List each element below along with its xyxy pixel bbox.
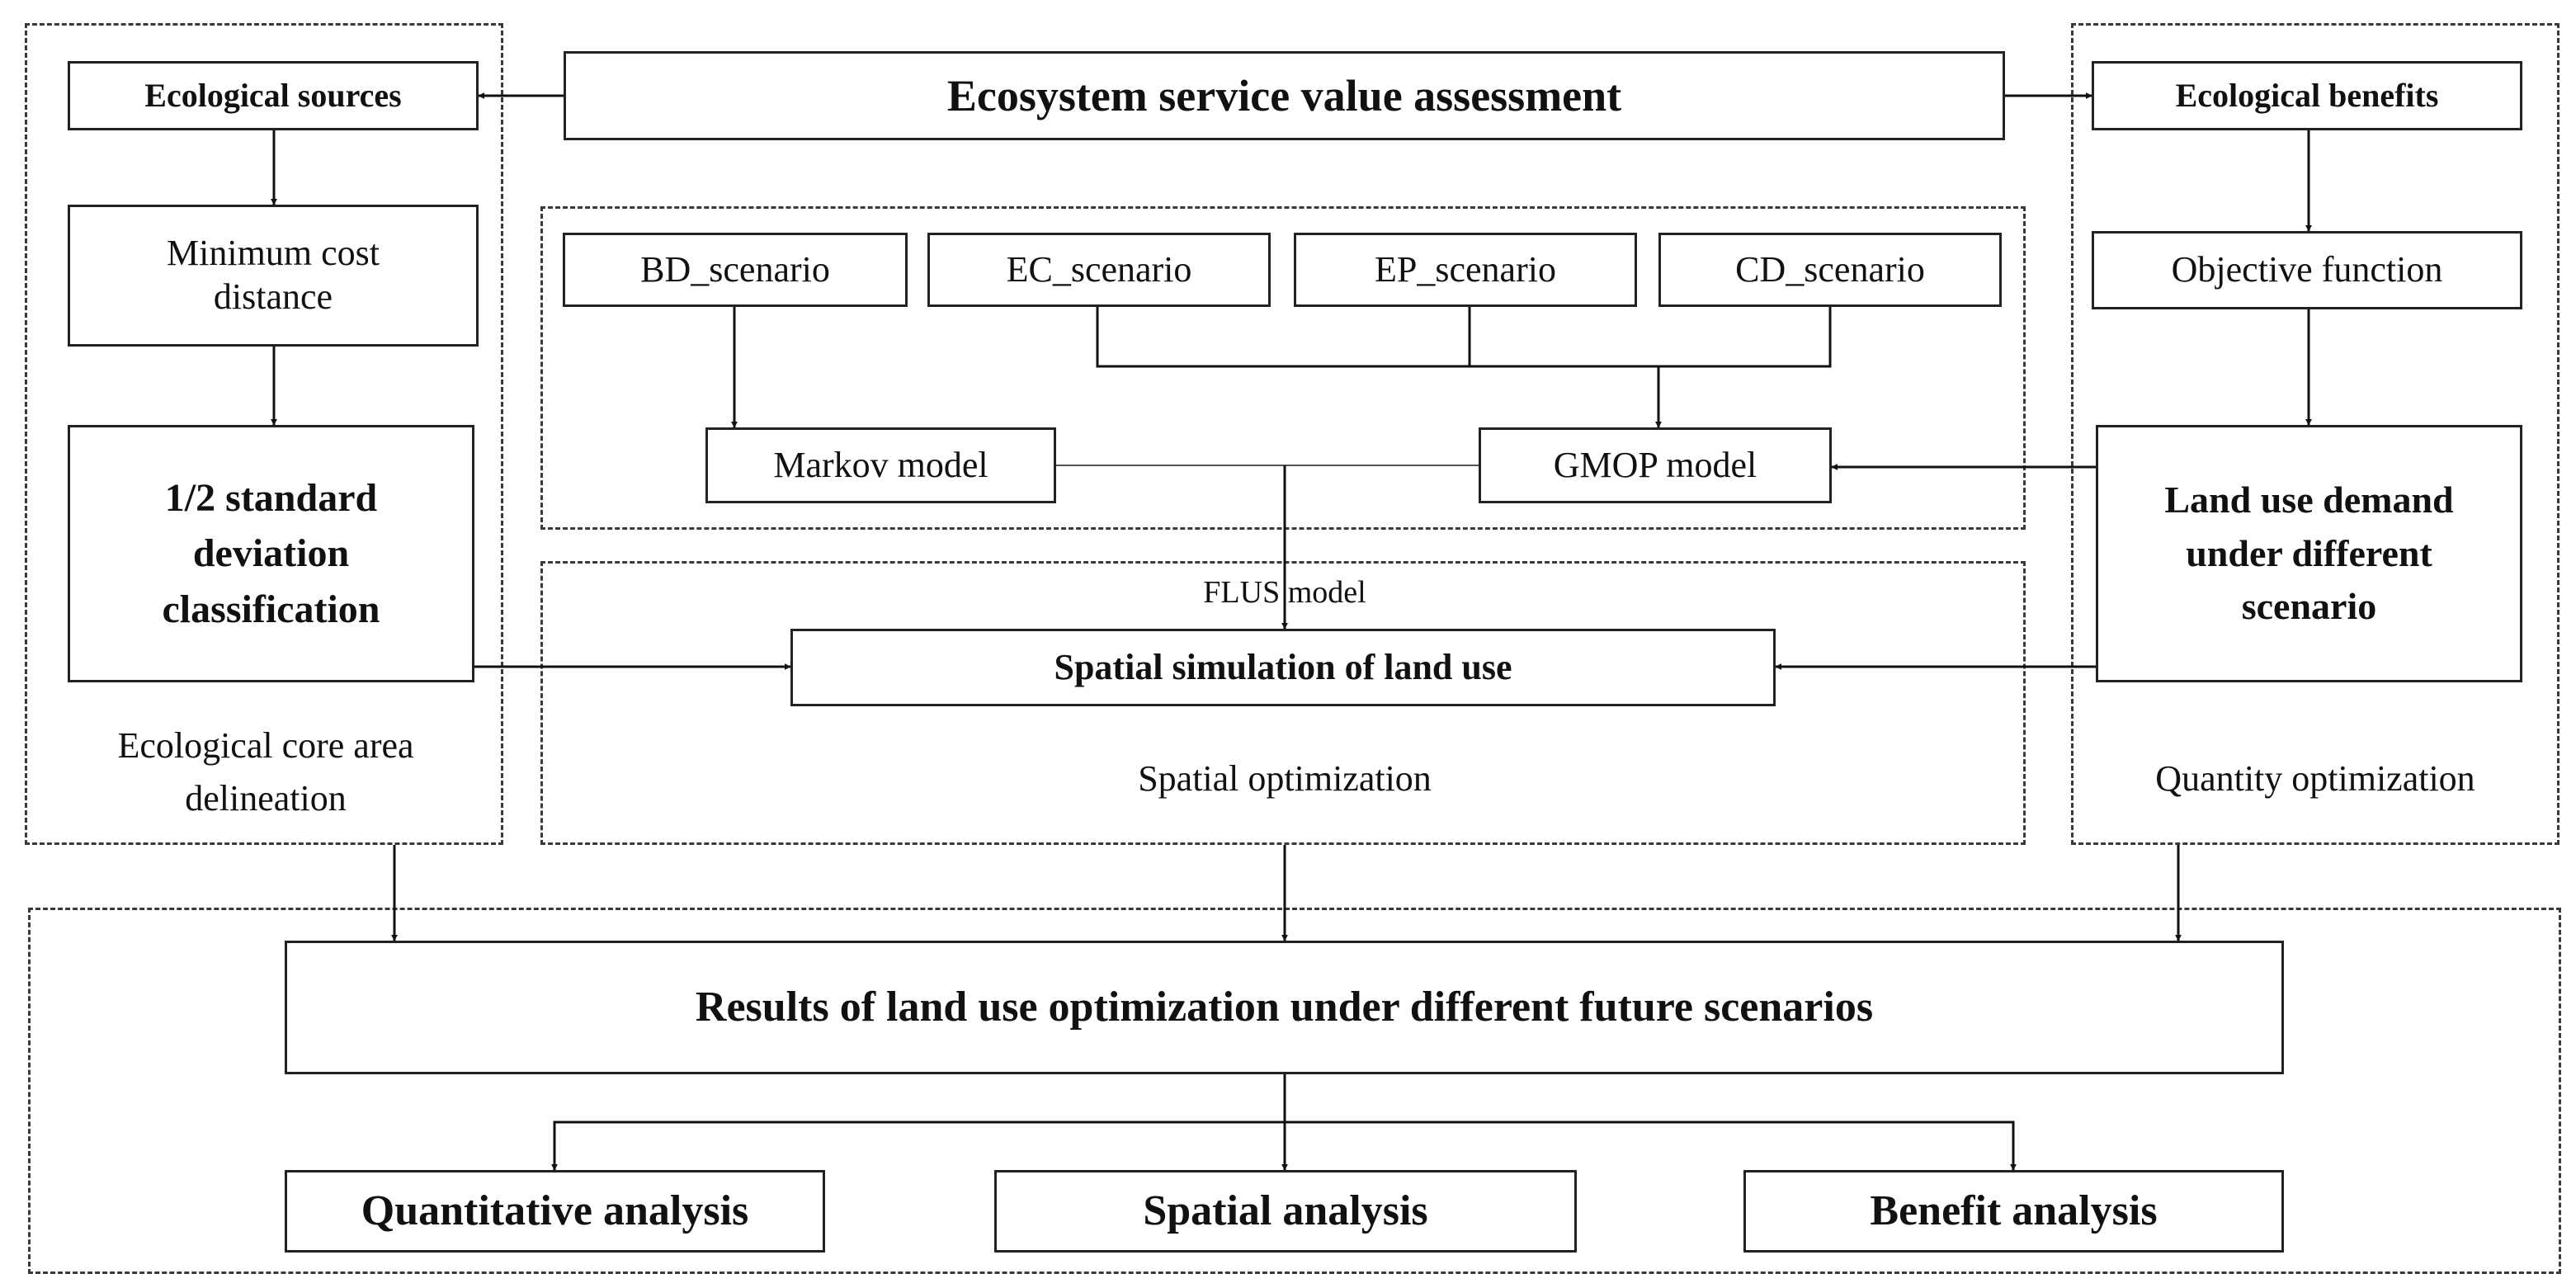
markov-model-label: Markov model: [773, 444, 988, 485]
classification-box: 1/2 standard deviation classification: [68, 425, 474, 682]
ep-scenario-box: EP_scenario: [1294, 233, 1637, 307]
ecological-benefits-label: Ecological benefits: [2175, 77, 2439, 114]
quantitative-analysis-label: Quantitative analysis: [361, 1187, 749, 1234]
objective-function-box: Objective function: [2092, 231, 2522, 309]
gmop-model-box: GMOP model: [1479, 427, 1832, 503]
ecological-sources-label: Ecological sources: [144, 77, 402, 114]
spatial-simulation-box: Spatial simulation of land use: [790, 629, 1776, 706]
minimum-cost-distance-box: Minimum cost distance: [68, 205, 479, 347]
gmop-model-label: GMOP model: [1553, 444, 1757, 485]
bd-scenario-box: BD_scenario: [563, 233, 908, 307]
flus-model-label: FLUS model: [1203, 575, 1366, 610]
spatial-analysis-box: Spatial analysis: [994, 1170, 1577, 1253]
spatial-analysis-label: Spatial analysis: [1143, 1187, 1428, 1234]
results-label: Results of land use optimization under d…: [695, 983, 1874, 1031]
scenario-models-group: [540, 206, 2026, 530]
spatial-optimization-caption: Spatial optimization: [1138, 758, 1432, 799]
minimum-cost-distance-label: Minimum cost distance: [167, 233, 380, 317]
ecosystem-assessment-box: Ecosystem service value assessment: [564, 51, 2005, 140]
line-ec-ep-cd-merge: [1096, 307, 1832, 368]
results-box: Results of land use optimization under d…: [285, 941, 2284, 1074]
bd-scenario-label: BD_scenario: [640, 248, 830, 290]
ec-scenario-box: EC_scenario: [927, 233, 1271, 307]
spatial-optimization-group: [540, 561, 2026, 845]
spatial-simulation-label: Spatial simulation of land use: [1054, 646, 1512, 687]
quantitative-analysis-box: Quantitative analysis: [285, 1170, 825, 1253]
ecosystem-assessment-label: Ecosystem service value assessment: [946, 70, 1622, 120]
benefit-analysis-label: Benefit analysis: [1870, 1187, 2158, 1234]
arrow-to-quantitative: [551, 1121, 1285, 1171]
land-use-demand-label: Land use demand under different scenario: [2164, 479, 2454, 628]
cd-scenario-box: CD_scenario: [1658, 233, 2002, 307]
land-use-demand-box: Land use demand under different scenario: [2096, 425, 2522, 682]
classification-label: 1/2 standard deviation classification: [162, 476, 380, 631]
ecological-sources-box: Ecological sources: [68, 61, 479, 130]
ep-scenario-label: EP_scenario: [1375, 248, 1556, 290]
ecological-core-area-group: [25, 23, 503, 845]
cd-scenario-label: CD_scenario: [1735, 248, 1925, 290]
ecological-benefits-box: Ecological benefits: [2092, 61, 2522, 130]
objective-function-label: Objective function: [2171, 249, 2443, 290]
ecological-core-caption: Ecological core area delineation: [117, 725, 414, 819]
benefit-analysis-box: Benefit analysis: [1743, 1170, 2284, 1253]
quantity-optimization-group: [2071, 23, 2559, 845]
arrow-to-benefit: [1285, 1121, 2017, 1171]
markov-model-box: Markov model: [705, 427, 1056, 503]
ec-scenario-label: EC_scenario: [1006, 248, 1192, 290]
results-analysis-group: [28, 908, 2561, 1274]
quantity-optimization-caption: Quantity optimization: [2155, 758, 2475, 799]
